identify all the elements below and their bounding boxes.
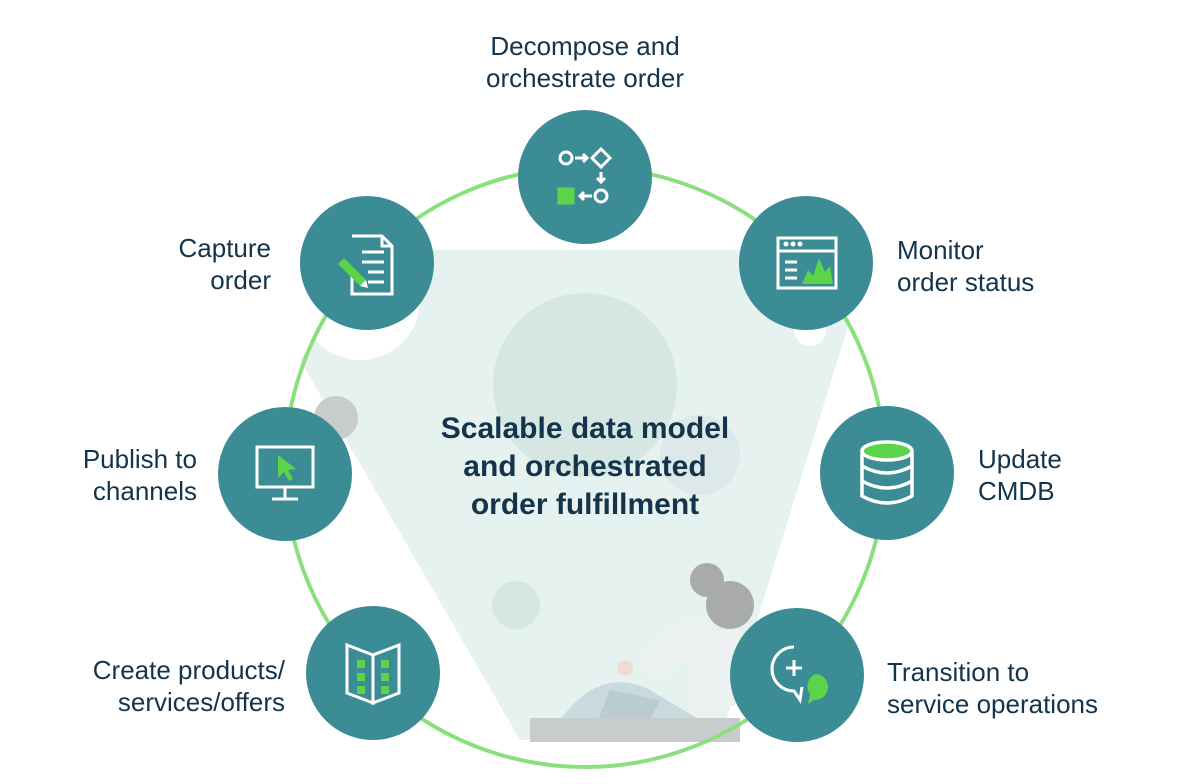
node-update-cmdb [820,406,954,540]
node-create-products [306,606,440,740]
node-capture [300,196,434,330]
document-pencil-icon [338,234,394,296]
workflow-icon [557,146,613,205]
node-decompose [518,110,652,244]
label-publish: Publish to channels [82,444,197,506]
monitor-cursor-icon [255,445,315,501]
database-icon [860,440,914,505]
label-capture: Capture order [178,233,272,295]
node-publish [218,407,352,541]
label-monitor: Monitor order status [897,235,1035,297]
label-decompose: Decompose and orchestrate order [486,31,684,93]
center-title: Scalable data model and orchestrated ord… [440,412,730,521]
label-transition: Transition to service operations [887,657,1098,719]
label-update-cmdb: Update CMDB [978,444,1062,506]
node-monitor [739,196,873,330]
chat-support-icon [770,645,829,705]
label-create-products: Create products/ services/offers [92,655,285,717]
catalog-book-icon [345,642,401,706]
dashboard-chart-icon [776,236,838,290]
node-transition [730,608,864,742]
